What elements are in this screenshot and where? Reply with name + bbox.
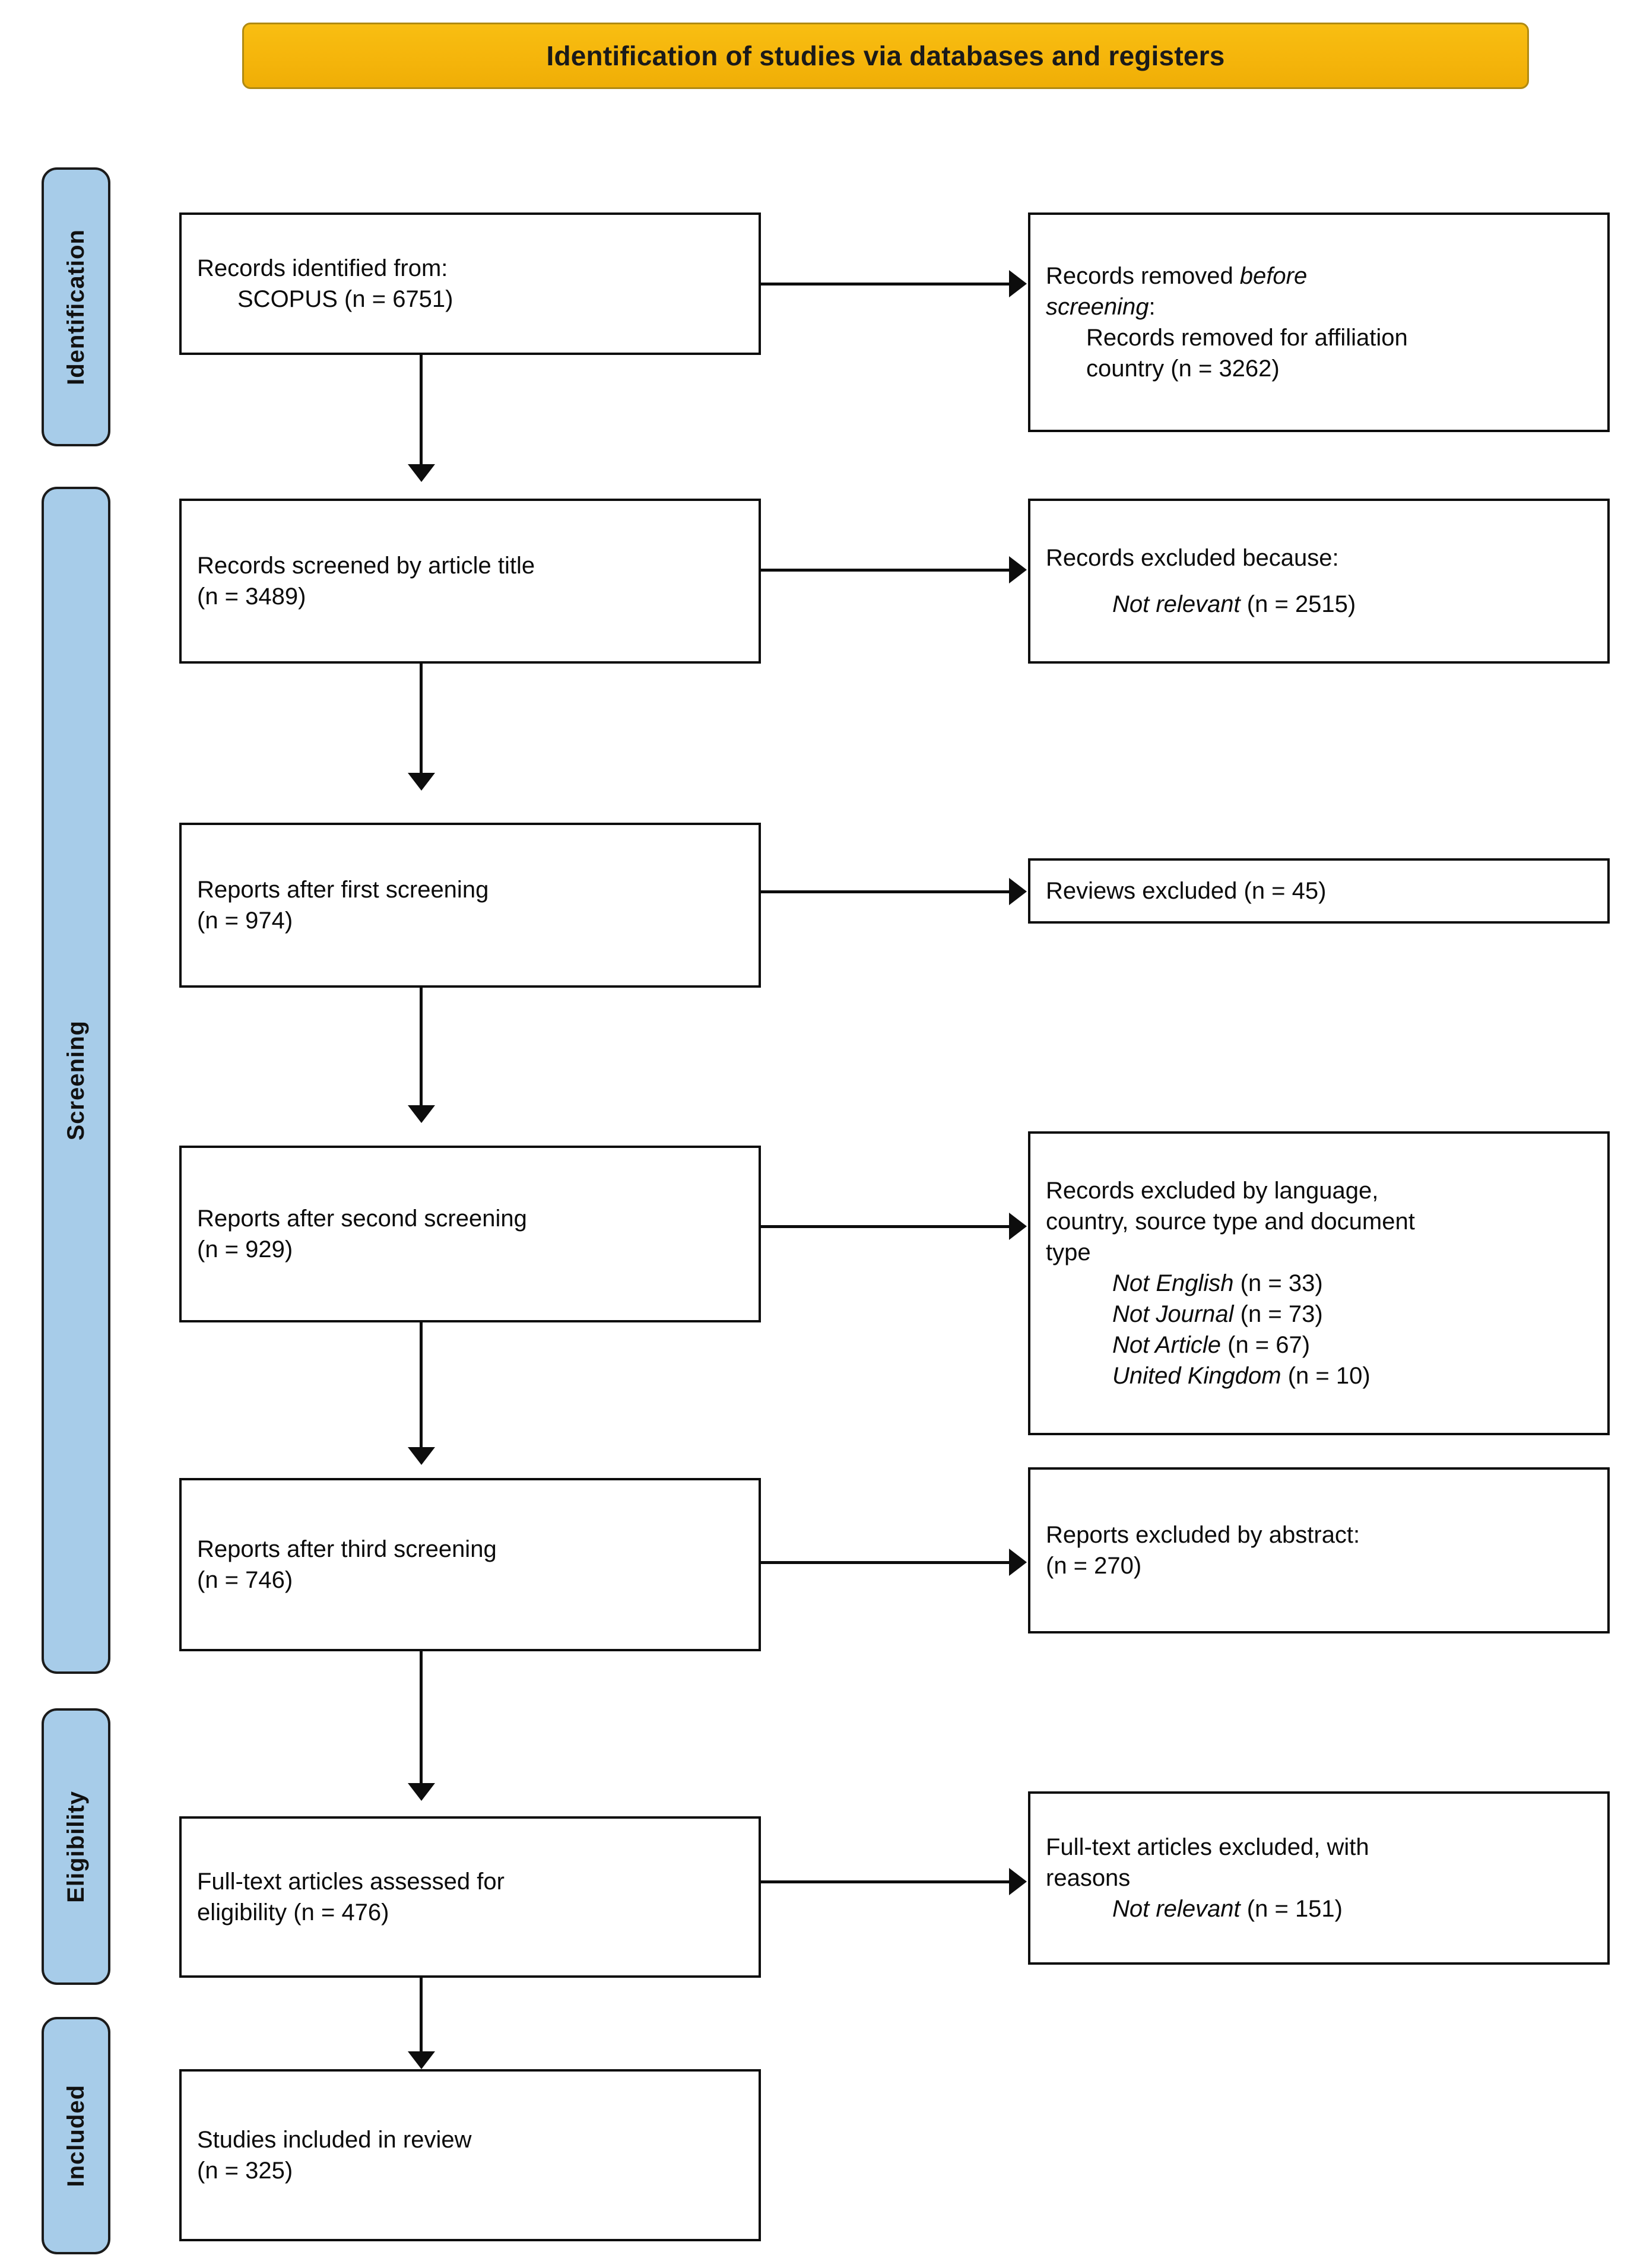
node-records-excluded-language: Records excluded by language, country, s… — [1028, 1131, 1610, 1435]
node-fulltext-assessed: Full-text articles assessed for eligibil… — [179, 1816, 761, 1978]
node-records-screened-title: Records screened by article title (n = 3… — [179, 499, 761, 664]
excluded-language-item-not-journal: Not Journal (n = 73) — [1112, 1301, 1323, 1327]
connector-third-to-abstract — [761, 1561, 1010, 1564]
excluded-language-item-not-article: Not Article (n = 67) — [1112, 1332, 1311, 1358]
node-reports-first-screening: Reports after first screening (n = 974) — [179, 823, 761, 988]
node-records-identified: Records identified from: SCOPUS (n = 675… — [179, 212, 761, 355]
connector-first-to-second — [420, 988, 423, 1110]
first-screening-line1: Reports after first screening — [197, 877, 489, 903]
arrowhead-identified-to-removed — [1009, 270, 1027, 297]
connector-identified-to-screened — [420, 355, 423, 469]
excluded-abstract-line2: (n = 270) — [1046, 1553, 1142, 1579]
records-screened-line1: Records screened by article title — [197, 553, 535, 579]
arrowhead-fulltext-to-included — [408, 2051, 435, 2069]
diagram-header-banner: Identification of studies via databases … — [242, 23, 1529, 89]
fulltext-assessed-line2: eligibility (n = 476) — [197, 1899, 389, 1926]
arrowhead-second-to-language — [1009, 1213, 1027, 1240]
records-excluded-line2: Not relevant (n = 2515) — [1112, 591, 1356, 617]
records-identified-line2: SCOPUS (n = 6751) — [237, 286, 453, 312]
records-removed-line2: screening: — [1046, 294, 1156, 320]
phase-label-eligibility: Eligibility — [62, 1790, 89, 1903]
node-reviews-excluded: Reviews excluded (n = 45) — [1028, 858, 1610, 924]
arrowhead-first-to-second — [408, 1105, 435, 1123]
arrowhead-fulltext-to-excluded — [1009, 1868, 1027, 1895]
records-removed-line4: country (n = 3262) — [1086, 356, 1280, 382]
records-excluded-line1: Records excluded because: — [1046, 545, 1339, 571]
fulltext-excluded-line3: Not relevant (n = 151) — [1112, 1896, 1343, 1922]
first-screening-line2: (n = 974) — [197, 908, 293, 934]
node-fulltext-excluded: Full-text articles excluded, with reason… — [1028, 1791, 1610, 1965]
phase-bar-included: Included — [42, 2017, 110, 2254]
arrowhead-screened-to-first — [408, 773, 435, 791]
connector-fulltext-to-included — [420, 1978, 423, 2056]
records-screened-line2: (n = 3489) — [197, 583, 306, 610]
node-reports-third-screening: Reports after third screening (n = 746) — [179, 1478, 761, 1651]
third-screening-line2: (n = 746) — [197, 1567, 293, 1593]
records-identified-line1: Records identified from: — [197, 255, 448, 281]
second-screening-line2: (n = 929) — [197, 1236, 293, 1263]
node-studies-included: Studies included in review (n = 325) — [179, 2069, 761, 2241]
phase-label-included: Included — [62, 2084, 89, 2187]
connector-first-to-reviews — [761, 890, 1010, 893]
arrowhead-identified-to-screened — [408, 464, 435, 482]
records-removed-line1: Records removed before — [1046, 263, 1308, 289]
arrowhead-third-to-abstract — [1009, 1549, 1027, 1576]
connector-second-to-third — [420, 1322, 423, 1452]
excluded-language-line1: Records excluded by language, — [1046, 1178, 1379, 1204]
node-reports-excluded-abstract: Reports excluded by abstract: (n = 270) — [1028, 1467, 1610, 1633]
phase-label-screening: Screening — [62, 1020, 89, 1141]
phase-label-identification: Identification — [62, 229, 89, 385]
connector-identified-to-removed — [761, 283, 1010, 286]
connector-third-to-fulltext — [420, 1651, 423, 1788]
connector-screened-to-excluded — [761, 569, 1010, 572]
phase-bar-identification: Identification — [42, 167, 110, 446]
arrowhead-third-to-fulltext — [408, 1783, 435, 1801]
studies-included-line1: Studies included in review — [197, 2127, 472, 2153]
arrowhead-screened-to-excluded — [1009, 556, 1027, 583]
connector-second-to-language — [761, 1225, 1010, 1228]
node-records-removed-before-screening: Records removed before screening: Record… — [1028, 212, 1610, 432]
phase-bar-eligibility: Eligibility — [42, 1708, 110, 1985]
third-screening-line1: Reports after third screening — [197, 1536, 497, 1562]
excluded-language-line2: country, source type and document — [1046, 1208, 1415, 1235]
connector-fulltext-to-excluded — [761, 1880, 1010, 1883]
node-reports-second-screening: Reports after second screening (n = 929) — [179, 1146, 761, 1322]
reviews-excluded-line1: Reviews excluded (n = 45) — [1046, 878, 1327, 904]
excluded-language-line3: type — [1046, 1239, 1091, 1265]
excluded-language-item-not-english: Not English (n = 33) — [1112, 1270, 1323, 1296]
page-title: Identification of studies via databases … — [546, 40, 1225, 71]
node-records-excluded-because: Records excluded because: Not relevant (… — [1028, 499, 1610, 664]
fulltext-assessed-line1: Full-text articles assessed for — [197, 1869, 505, 1895]
fulltext-excluded-line1: Full-text articles excluded, with — [1046, 1834, 1369, 1860]
records-removed-line3: Records removed for affiliation — [1086, 325, 1408, 351]
second-screening-line1: Reports after second screening — [197, 1206, 527, 1232]
arrowhead-second-to-third — [408, 1447, 435, 1465]
connector-screened-to-first — [420, 664, 423, 778]
arrowhead-first-to-reviews — [1009, 878, 1027, 905]
fulltext-excluded-line2: reasons — [1046, 1865, 1131, 1891]
excluded-language-item-united-kingdom: United Kingdom (n = 10) — [1112, 1363, 1370, 1389]
phase-bar-screening: Screening — [42, 487, 110, 1674]
excluded-abstract-line1: Reports excluded by abstract: — [1046, 1522, 1360, 1548]
studies-included-line2: (n = 325) — [197, 2158, 293, 2184]
